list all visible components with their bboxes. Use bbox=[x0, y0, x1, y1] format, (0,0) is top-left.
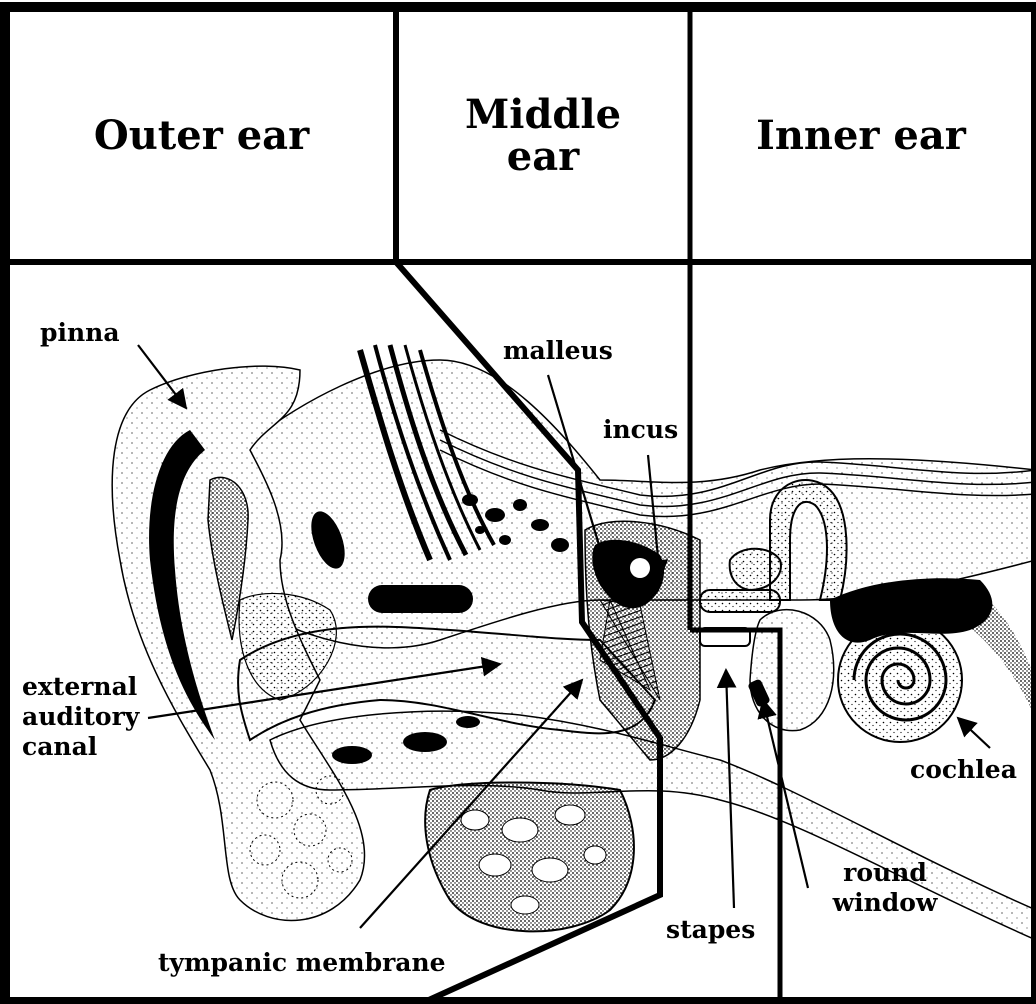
header-middle-ear-line2: ear bbox=[507, 136, 579, 178]
label-round-line1: round bbox=[820, 858, 950, 888]
label-tympanic-membrane: tympanic membrane bbox=[158, 948, 446, 978]
label-cochlea: cochlea bbox=[910, 755, 1017, 785]
label-external-auditory-canal: external auditory canal bbox=[22, 672, 162, 762]
nerve-branch bbox=[960, 580, 1036, 720]
label-incus: incus bbox=[603, 415, 678, 445]
label-external-line1: external bbox=[22, 672, 162, 702]
header-outer-ear: Outer ear bbox=[10, 12, 393, 260]
label-stapes: stapes bbox=[666, 915, 755, 945]
header-outer-ear-text: Outer ear bbox=[94, 115, 309, 157]
label-external-line3: canal bbox=[22, 732, 162, 762]
label-external-line2: auditory bbox=[22, 702, 162, 732]
header-inner-ear: Inner ear bbox=[693, 12, 1029, 260]
arrow-cochlea bbox=[958, 718, 990, 748]
label-round-window: round window bbox=[820, 858, 950, 918]
label-malleus: malleus bbox=[503, 336, 613, 366]
label-pinna: pinna bbox=[40, 318, 120, 348]
header-middle-ear-line1: Middle bbox=[465, 94, 621, 136]
header-middle-ear: Middle ear bbox=[399, 12, 687, 260]
label-round-line2: window bbox=[820, 888, 950, 918]
ear-drawing bbox=[112, 345, 1036, 940]
cartilage-oval-2-inner bbox=[376, 590, 465, 608]
horizontal-canal bbox=[700, 590, 780, 612]
header-inner-ear-text: Inner ear bbox=[756, 115, 966, 157]
ossicle-gap bbox=[630, 558, 650, 578]
